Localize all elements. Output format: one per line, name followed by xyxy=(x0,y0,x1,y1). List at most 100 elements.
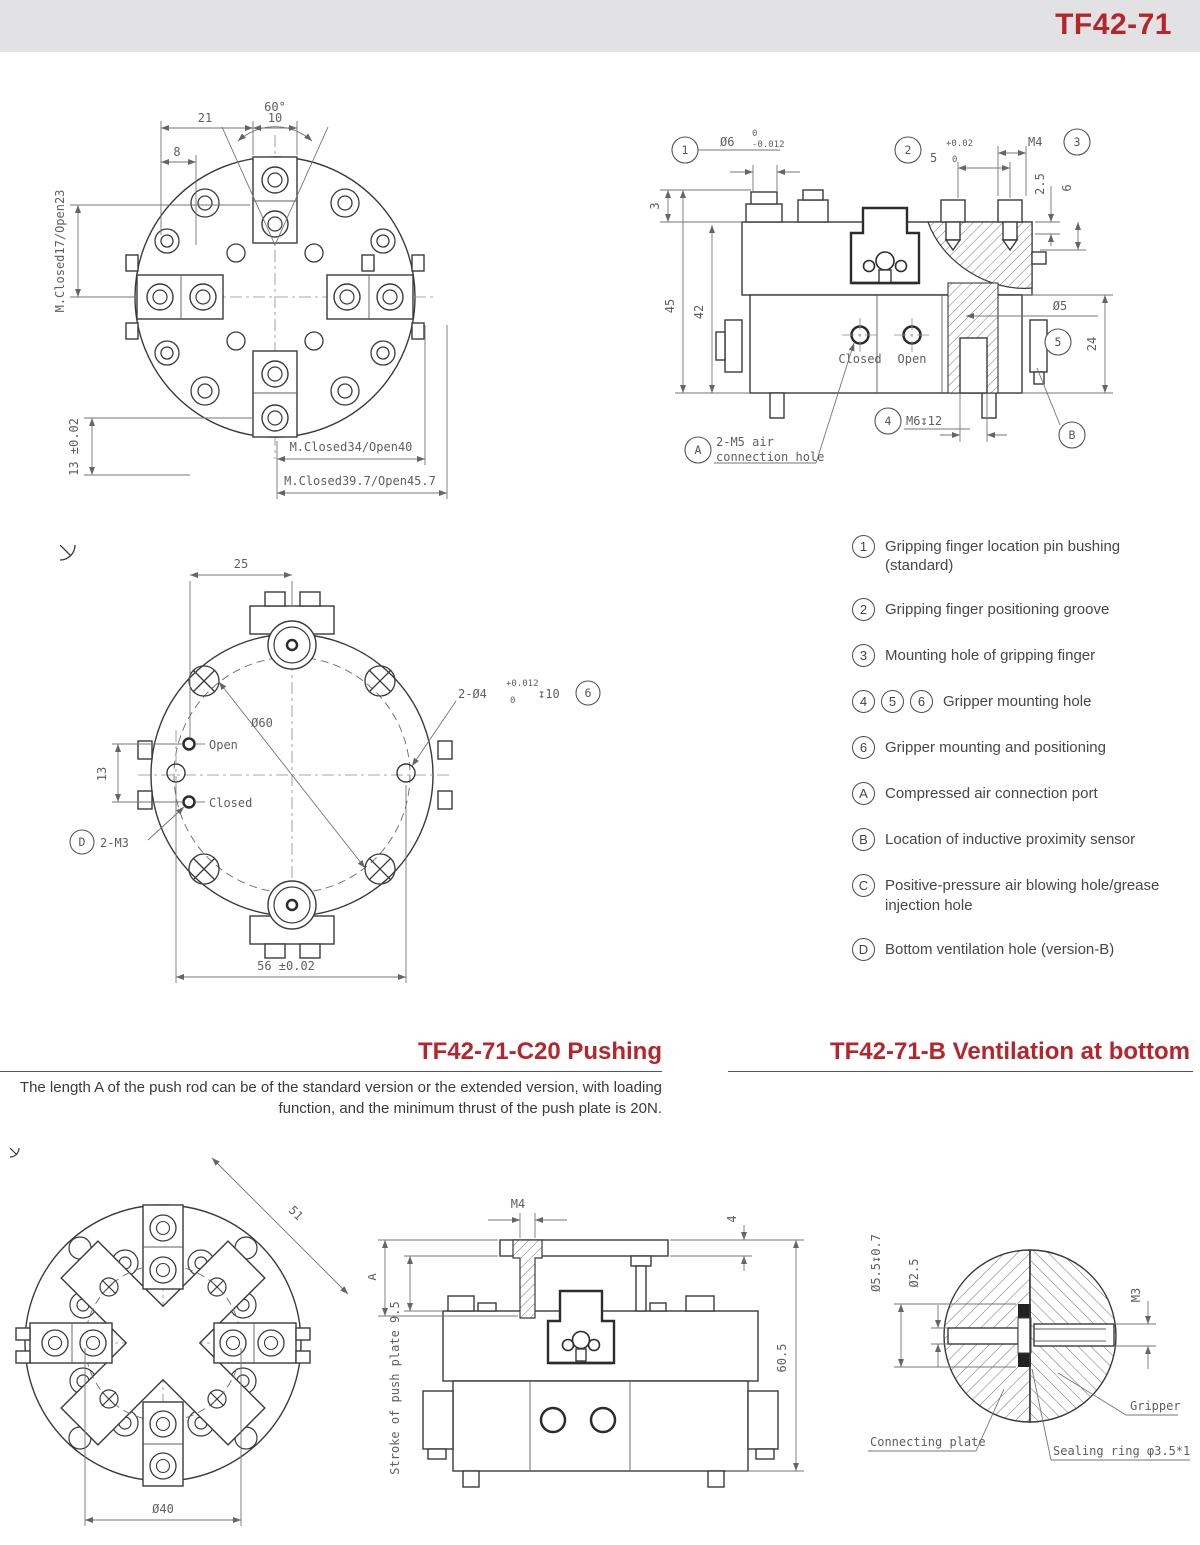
front-angle-dim: 60° xyxy=(264,100,286,114)
balloon-4: 4 xyxy=(874,407,902,435)
legend-item-d: D Bottom ventilation hole (version-B) xyxy=(852,937,1192,961)
svg-text:1: 1 xyxy=(682,143,689,157)
push-side-dim-60-5: 60.5 xyxy=(775,1344,789,1373)
legend-item-4: 4 5 6 Gripper mounting hole xyxy=(852,690,1192,714)
side-dim-42: 42 xyxy=(692,305,706,319)
legend-badge-a: A xyxy=(852,782,875,806)
side-view-drawing: 1 2 3 4 5 A B Ø6 0 -0.012 5 +0.02 0 M4 2… xyxy=(648,128,1113,464)
legend-item-3: 3 Mounting hole of gripping finger xyxy=(852,644,1192,668)
legend-item-2: 2 Gripping finger positioning groove xyxy=(852,598,1192,622)
side-air-line2: connection hole xyxy=(716,450,824,464)
legend-text: Gripper mounting and positioning xyxy=(885,739,1106,757)
legend-text: Gripping finger positioning groove xyxy=(885,601,1110,619)
legend-item-a: A Compressed air connection port xyxy=(852,782,1192,806)
balloon-6: 6 xyxy=(575,680,601,706)
svg-text:2: 2 xyxy=(905,143,912,157)
push-side-m4: M4 xyxy=(511,1197,525,1211)
legend-item-5: 6 Gripper mounting and positioning xyxy=(852,736,1192,760)
bottom-hole-callout: 2-Ø4 xyxy=(458,687,487,701)
bottom-hole-upper: +0.012 xyxy=(506,679,539,689)
balloon-5: 5 xyxy=(1044,328,1072,356)
balloon-3: 3 xyxy=(1063,128,1091,156)
front-dim-13: 13 ±0.02 xyxy=(67,418,81,476)
bottom-hole-lower: 0 xyxy=(510,696,515,706)
bottom-m3-callout: 2-M3 xyxy=(100,836,129,850)
side-m4: M4 xyxy=(1028,135,1042,149)
bottom-dim-56: 56 ±0.02 xyxy=(257,959,315,973)
balloon-d: D xyxy=(69,829,95,855)
legend-text: Compressed air connection port xyxy=(885,785,1098,803)
header-band: TF42-71 xyxy=(0,0,1200,52)
front-dim-8: 8 xyxy=(173,145,180,159)
side-m6-depth: M6↧12 xyxy=(906,414,942,428)
vent-sealing-ring-label: Sealing ring φ3.5*1 xyxy=(1053,1444,1190,1458)
svg-text:5: 5 xyxy=(1055,335,1062,349)
side-air-line1: 2-M5 air xyxy=(716,435,774,449)
side-dim5-lower: 0 xyxy=(952,155,957,165)
svg-text:3: 3 xyxy=(1074,135,1081,149)
legend-item-b: B Location of inductive proximity sensor xyxy=(852,828,1192,852)
pushing-description: The length A of the push rod can be of t… xyxy=(19,1079,662,1117)
vent-detail-geometry xyxy=(868,1249,1190,1461)
legend-badge-5: 5 xyxy=(881,690,904,714)
svg-text:4: 4 xyxy=(885,414,892,428)
side-dia5: Ø5 xyxy=(1053,299,1067,313)
side-dim-6: 6 xyxy=(1060,184,1074,191)
legend-text: Mounting hole of gripping finger xyxy=(885,647,1096,665)
vent-dia2-5: Ø2.5 xyxy=(907,1259,921,1288)
legend-badge-6: 6 xyxy=(910,690,933,714)
legend: 1 Gripping finger location pin bushing (… xyxy=(852,535,1192,984)
legend-badge-b: B xyxy=(852,828,875,852)
bottom-dia60: Ø60 xyxy=(251,716,273,730)
rule-pushing xyxy=(0,1071,662,1072)
side-closed-label: Closed xyxy=(838,352,881,366)
front-dim-10: 10 xyxy=(268,111,282,125)
front-bottom-dim-1: M.Closed34/Open40 xyxy=(290,440,413,454)
side-open-label: Open xyxy=(898,352,927,366)
bottom-view-drawing: D 6 25 Ø60 Open Closed 13 2-M3 2-Ø4 +0.0… xyxy=(60,545,601,983)
front-left-dim: M.Closed17/Open23 xyxy=(53,190,67,313)
front-bottom-dim-2: M.Closed39.7/Open45.7 xyxy=(284,474,436,488)
legend-text: Location of inductive proximity sensor xyxy=(885,831,1136,849)
section-title-ventilation: TF42-71-B Ventilation at bottom xyxy=(829,1038,1190,1065)
side-dia6: Ø6 xyxy=(720,135,734,149)
legend-badge-1: 1 xyxy=(852,535,875,558)
push-side-stroke-label: Stroke of push plate 9.5 xyxy=(388,1301,402,1474)
bottom-dim-13: 13 xyxy=(95,767,109,781)
bottom-view-geometry xyxy=(60,545,457,983)
legend-badge-6b: 6 xyxy=(852,736,875,760)
side-dim-3: 3 xyxy=(648,202,662,209)
side-dim5-upper: +0.02 xyxy=(946,139,973,149)
vent-connecting-plate-label: Connecting plate xyxy=(870,1435,986,1449)
bottom-closed-label: Closed xyxy=(209,796,252,810)
svg-text:6: 6 xyxy=(585,686,592,700)
legend-text: Gripper mounting hole xyxy=(943,693,1092,711)
svg-text:D: D xyxy=(79,835,86,849)
rule-ventilation xyxy=(728,1071,1193,1072)
section-title-pushing: TF42-71-C20 Pushing xyxy=(417,1038,662,1065)
side-dim5: 5 xyxy=(930,151,937,165)
bottom-open-label: Open xyxy=(209,738,238,752)
balloon-a: A xyxy=(684,436,712,464)
side-dim-2-5: 2.5 xyxy=(1033,173,1047,195)
balloon-b: B xyxy=(1058,421,1086,449)
legend-item-c: C Positive-pressure air blowing hole/gre… xyxy=(852,874,1192,914)
vent-gripper-label: Gripper xyxy=(1130,1399,1181,1413)
legend-badge-4: 4 xyxy=(852,690,875,714)
svg-text:B: B xyxy=(1069,428,1076,442)
legend-badge-c: C xyxy=(852,874,875,898)
bottom-hole-depth: ↧10 xyxy=(538,687,560,701)
page-title: TF42-71 xyxy=(1055,8,1172,41)
legend-badge-2: 2 xyxy=(852,598,875,622)
push-front-dim-51: 51 xyxy=(286,1203,306,1223)
push-front-geometry xyxy=(10,1148,349,1526)
vent-detail-drawing: Ø5.5↧0.7 Ø2.5 M3 Connecting plate Grippe… xyxy=(868,1234,1190,1461)
front-view-geometry xyxy=(70,121,448,499)
legend-text: Gripping finger location pin bushing (st… xyxy=(885,538,1121,575)
push-front-dia40: Ø40 xyxy=(152,1502,174,1516)
vent-m3: M3 xyxy=(1129,1288,1143,1302)
legend-badge-d: D xyxy=(852,937,875,961)
side-dim-45: 45 xyxy=(663,299,677,313)
push-side-dim-4: 4 xyxy=(725,1215,739,1222)
